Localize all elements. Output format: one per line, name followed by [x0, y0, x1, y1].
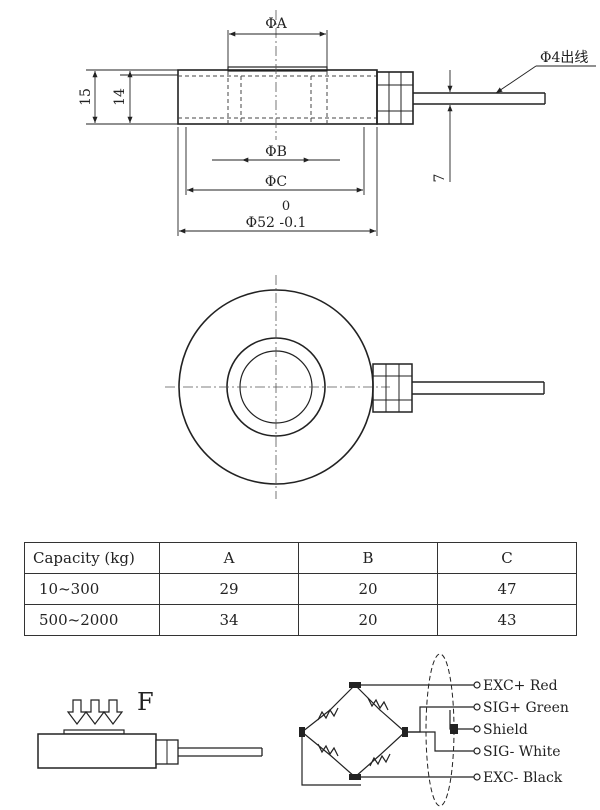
table-cell: 20: [298, 604, 438, 636]
table-cell: 29: [159, 573, 299, 605]
load-cell-body-sketch: [37, 733, 157, 769]
table-cell: 43: [437, 604, 577, 636]
dim-b-label: ΦB: [265, 144, 287, 160]
capacity-dimension-table: Capacity (kg) A B C 10~300 29 20 47 500~…: [24, 542, 577, 636]
terminal-sig-minus: [473, 747, 481, 755]
table-cell: 500~2000: [24, 604, 160, 636]
table-cell: 20: [298, 573, 438, 605]
lead-label-exc-minus: EXC- Black: [483, 770, 563, 786]
terminal-sig-plus: [473, 703, 481, 711]
table-cell: 34: [159, 604, 299, 636]
table-row: 500~2000 34 20 43: [24, 604, 577, 636]
lead-label-sig-minus: SIG- White: [483, 744, 561, 760]
wiring-diagram: EXC+ Red SIG+ Green Shield SIG- White EX…: [299, 653, 569, 807]
tolerance-upper: 0: [282, 199, 290, 214]
lead-label-sig-plus: SIG+ Green: [483, 700, 569, 716]
terminal-exc-minus: [473, 773, 481, 781]
side-view-drawing: ΦA 15 14 ΦB ΦC 0 Φ52 -0.1 Φ4出线 7: [78, 10, 596, 236]
dim-height-inner: 14: [112, 88, 128, 106]
force-application-sketch: F: [37, 688, 263, 769]
table-header: Capacity (kg): [24, 542, 160, 574]
table-row: 10~300 29 20 47: [24, 573, 577, 605]
dim-a-label: ΦA: [265, 16, 287, 32]
lead-label-shield: Shield: [483, 722, 528, 738]
terminal-shield: [473, 725, 481, 733]
terminal-exc-plus: [473, 681, 481, 689]
table-cell: 10~300: [24, 573, 160, 605]
force-arrows: [66, 699, 124, 725]
force-label: F: [137, 688, 154, 716]
dim-diameter-label: Φ52 -0.1: [246, 215, 307, 231]
lead-label-exc-plus: EXC+ Red: [483, 678, 558, 694]
cable-gland-top: [372, 363, 413, 413]
top-view-drawing: [165, 275, 545, 499]
cable-gland-side: [376, 71, 414, 125]
cable-size-label: Φ4出线: [540, 50, 588, 66]
table-header: A: [159, 542, 299, 574]
load-cell-body-side: [177, 69, 378, 125]
table-header-row: Capacity (kg) A B C: [24, 542, 577, 574]
table-cell: 47: [437, 573, 577, 605]
dim-height-outer: 15: [78, 88, 94, 106]
table-header: C: [437, 542, 577, 574]
shield-ellipse: [425, 653, 455, 807]
dim-cable-offset: 7: [432, 174, 448, 183]
dim-c-label: ΦC: [265, 174, 287, 190]
load-button-side: [227, 66, 328, 72]
table-header: B: [298, 542, 438, 574]
